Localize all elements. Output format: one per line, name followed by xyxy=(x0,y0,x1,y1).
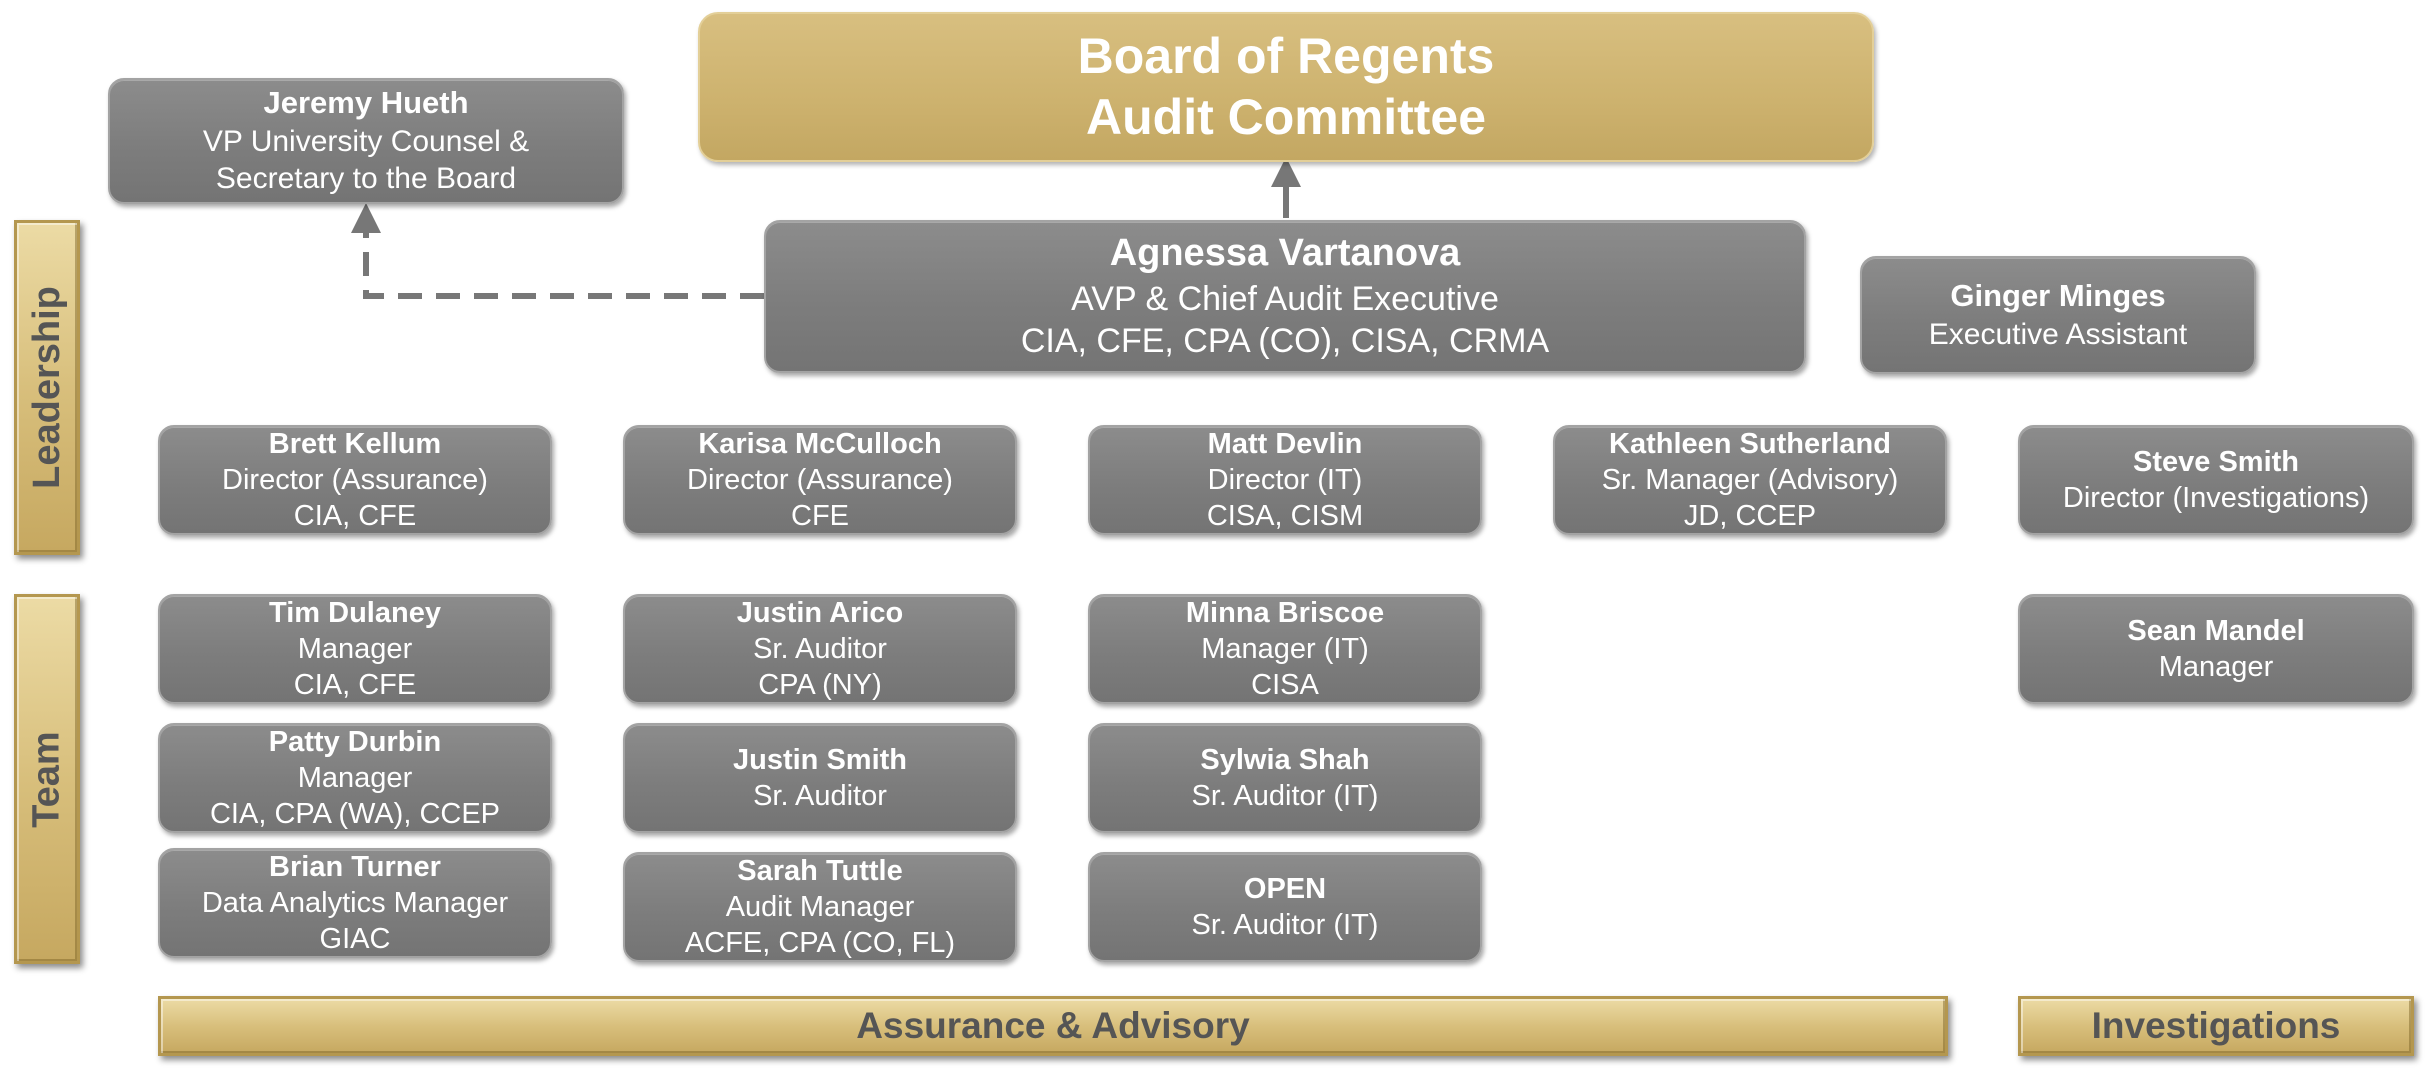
assistant-title: Executive Assistant xyxy=(1928,317,2188,351)
team-member-box: Sarah Tuttle Audit Manager ACFE, CPA (CO… xyxy=(623,852,1017,962)
person-title: Sr. Auditor xyxy=(753,780,887,812)
board-line-2: Audit Committee xyxy=(1086,89,1486,145)
assistant-box: Ginger Minges Executive Assistant xyxy=(1860,256,2256,374)
team-member-box: Patty Durbin Manager CIA, CPA (WA), CCEP xyxy=(158,723,552,833)
person-title: Manager xyxy=(2158,651,2274,683)
person-credentials: CPA (NY) xyxy=(758,669,882,702)
person-name: Sean Mandel xyxy=(2127,614,2305,647)
board-of-regents-box: Board of Regents Audit Committee xyxy=(698,12,1874,162)
leader-box: Karisa McCulloch Director (Assurance) CF… xyxy=(623,425,1017,535)
assurance-label-text: Assurance & Advisory xyxy=(856,1005,1250,1046)
person-credentials: CISA, CISM xyxy=(1206,500,1364,533)
person-title: Manager (IT) xyxy=(1201,632,1369,665)
person-name: Patty Durbin xyxy=(268,725,442,758)
assistant-name: Ginger Minges xyxy=(1950,277,2166,313)
person-name: Karisa McCulloch xyxy=(698,427,942,460)
team-member-box: Justin Arico Sr. Auditor CPA (NY) xyxy=(623,594,1017,704)
leader-box: Matt Devlin Director (IT) CISA, CISM xyxy=(1088,425,1482,535)
person-name: Justin Arico xyxy=(736,596,904,629)
person-credentials: ACFE, CPA (CO, FL) xyxy=(684,927,956,960)
cae-box: Agnessa Vartanova AVP & Chief Audit Exec… xyxy=(764,220,1806,373)
cae-to-counsel-dashed-arrow xyxy=(351,203,764,299)
team-member-box: Minna Briscoe Manager (IT) CISA xyxy=(1088,594,1482,704)
person-credentials: CIA, CFE xyxy=(293,669,417,702)
person-credentials: CISA xyxy=(1251,669,1319,702)
assurance-advisory-label: Assurance & Advisory xyxy=(158,996,1948,1056)
team-label-text: Team xyxy=(25,730,68,828)
team-section-label: Team xyxy=(14,594,80,964)
person-name: Brett Kellum xyxy=(268,427,442,460)
team-member-box: Sylwia Shah Sr. Auditor (IT) xyxy=(1088,723,1482,833)
team-member-box: Brian Turner Data Analytics Manager GIAC xyxy=(158,848,552,958)
counsel-name: Jeremy Hueth xyxy=(263,85,469,121)
team-member-box: Sean Mandel Manager xyxy=(2018,594,2414,704)
person-title: Director (Investigations) xyxy=(2062,482,2370,514)
person-title: Director (IT) xyxy=(1207,463,1363,496)
team-member-box: OPEN Sr. Auditor (IT) xyxy=(1088,852,1482,962)
cae-credentials: CIA, CFE, CPA (CO), CISA, CRMA xyxy=(1020,322,1550,361)
leader-box: Brett Kellum Director (Assurance) CIA, C… xyxy=(158,425,552,535)
cae-name: Agnessa Vartanova xyxy=(1109,232,1461,275)
counsel-title-1: VP University Counsel & xyxy=(202,124,530,158)
person-name: Justin Smith xyxy=(732,743,907,776)
person-title: Director (Assurance) xyxy=(687,463,953,496)
cae-title: AVP & Chief Audit Executive xyxy=(1071,279,1499,318)
investigations-label: Investigations xyxy=(2018,996,2414,1056)
person-credentials: JD, CCEP xyxy=(1683,500,1817,533)
team-member-box: Tim Dulaney Manager CIA, CFE xyxy=(158,594,552,704)
person-title: Manager xyxy=(297,632,413,665)
person-title: Sr. Auditor (IT) xyxy=(1191,780,1379,812)
person-title: Sr. Auditor (IT) xyxy=(1191,909,1379,941)
person-name: OPEN xyxy=(1243,872,1327,905)
person-credentials: CIA, CFE xyxy=(293,500,417,533)
leadership-label-text: Leadership xyxy=(25,286,68,489)
person-name: Steve Smith xyxy=(2133,445,2299,478)
person-name: Matt Devlin xyxy=(1207,427,1363,460)
person-credentials: CIA, CPA (WA), CCEP xyxy=(209,798,501,831)
investigations-label-text: Investigations xyxy=(2091,1005,2341,1046)
person-name: Minna Briscoe xyxy=(1185,596,1385,629)
counsel-box: Jeremy Hueth VP University Counsel & Sec… xyxy=(108,78,624,204)
person-credentials: CFE xyxy=(791,500,849,533)
person-name: Sarah Tuttle xyxy=(737,854,903,887)
person-credentials: GIAC xyxy=(319,923,391,956)
person-name: Sylwia Shah xyxy=(1200,743,1370,776)
person-title: Audit Manager xyxy=(725,890,915,923)
person-title: Director (Assurance) xyxy=(222,463,488,496)
person-name: Tim Dulaney xyxy=(269,596,441,629)
leader-box: Steve Smith Director (Investigations) xyxy=(2018,425,2414,535)
person-title: Manager xyxy=(297,761,413,794)
board-line-1: Board of Regents xyxy=(1077,28,1495,84)
person-name: Brian Turner xyxy=(269,850,441,883)
counsel-title-2: Secretary to the Board xyxy=(215,162,517,196)
person-title: Data Analytics Manager xyxy=(201,886,509,919)
person-title: Sr. Auditor xyxy=(753,632,887,665)
person-title: Sr. Manager (Advisory) xyxy=(1601,463,1899,496)
leader-box: Kathleen Sutherland Sr. Manager (Advisor… xyxy=(1553,425,1947,535)
person-name: Kathleen Sutherland xyxy=(1609,427,1891,460)
team-member-box: Justin Smith Sr. Auditor xyxy=(623,723,1017,833)
leadership-section-label: Leadership xyxy=(14,220,80,555)
